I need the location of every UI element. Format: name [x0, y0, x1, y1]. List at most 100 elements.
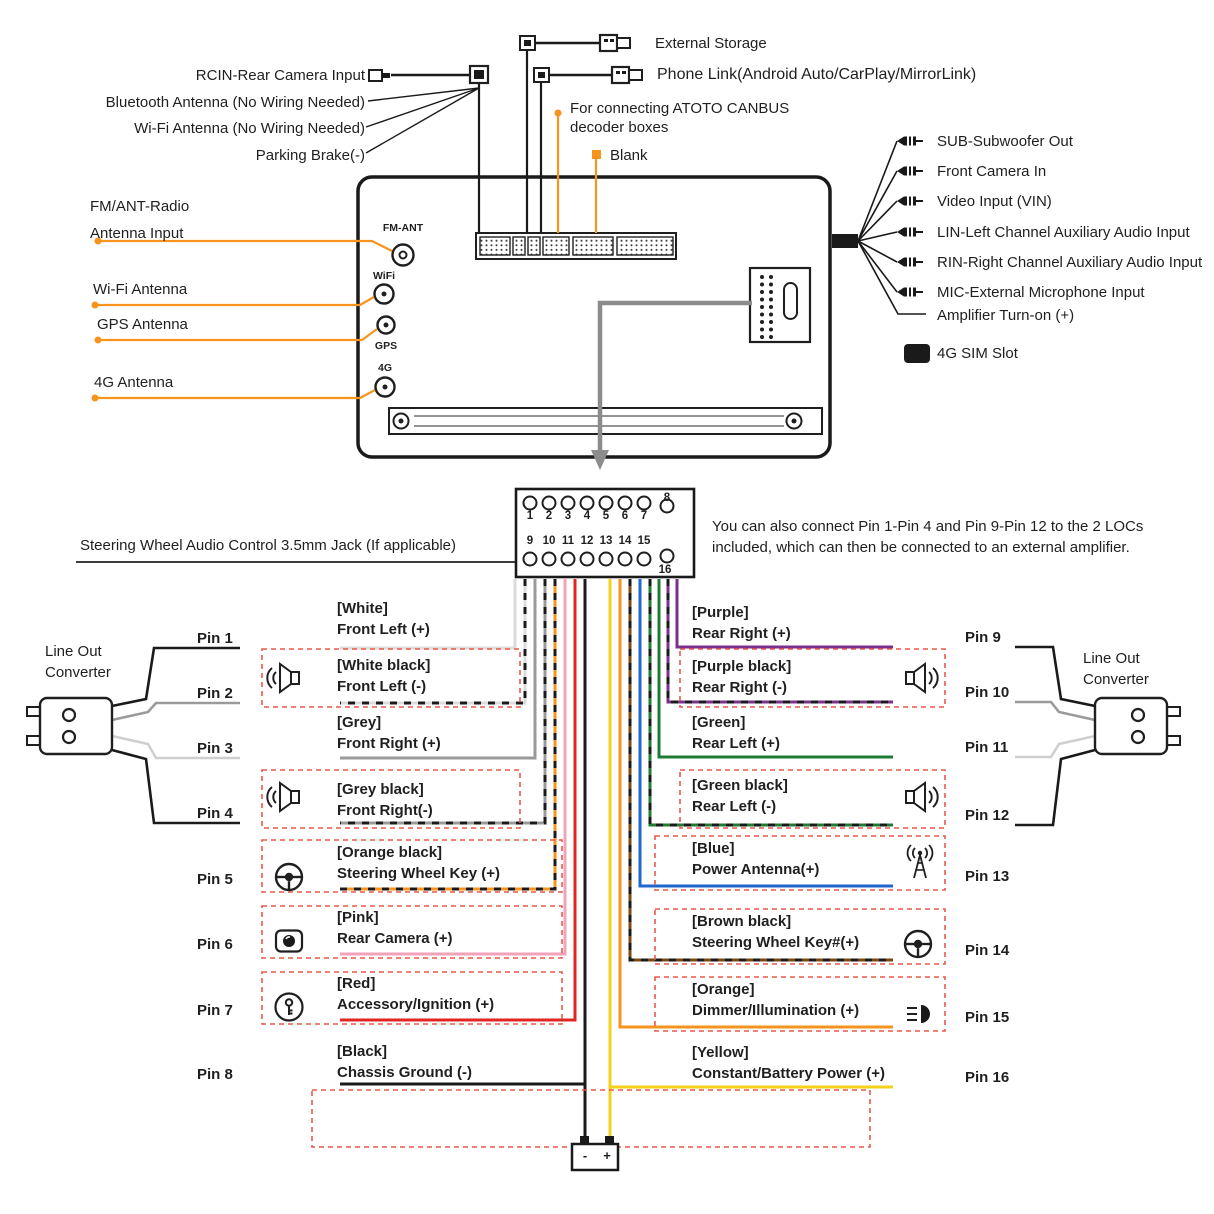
- rca-plug-icon: [896, 165, 924, 177]
- battery-minus: -: [582, 1148, 588, 1163]
- wire-function: Constant/Battery Power (+): [692, 1065, 885, 1082]
- steering-wheel-icon: [274, 862, 304, 892]
- power-antenna-icon: [906, 844, 934, 879]
- battery-plus: +: [603, 1148, 611, 1163]
- pin-tag: Pin 10: [965, 684, 1010, 701]
- pin12-label: [Green black] Rear Left (-): [692, 775, 788, 817]
- pin13-label: [Blue] Power Antenna(+): [692, 838, 819, 880]
- pin-number: 5: [602, 510, 610, 522]
- pin-connector: [76, 487, 696, 579]
- usb-cable-icon: [533, 65, 643, 85]
- wire-function: Rear Right (-): [692, 679, 787, 696]
- pin10-label: [Purple black]Rear Right (-): [692, 656, 791, 698]
- pin-tag: Pin 9: [965, 629, 1001, 646]
- label-rin: RIN-Right Channel Auxiliary Audio Input: [937, 254, 1203, 271]
- label-lin: LIN-Left Channel Auxiliary Audio Input: [937, 224, 1190, 241]
- label-wifi-antenna-top: Wi-Fi Antenna (No Wiring Needed): [134, 120, 365, 137]
- rcin-plug-icon: [368, 64, 490, 85]
- pin-tag: Pin 4: [197, 805, 233, 822]
- pin-number: 7: [640, 510, 648, 522]
- loc-right-icon: [1015, 645, 1182, 827]
- pin-number: 2: [545, 510, 553, 522]
- label-gps-antenna: GPS Antenna: [97, 316, 188, 333]
- loc-left-label-1: Line Out: [45, 643, 102, 660]
- pin3-label: [Grey] Front Right (+): [337, 712, 441, 754]
- label-4g-antenna: 4G Antenna: [94, 374, 174, 391]
- fm-ant-port: [391, 243, 415, 267]
- right-outputs: [832, 135, 930, 363]
- label-parking-brake: Parking Brake(-): [255, 147, 365, 164]
- pin9-label: [Purple] Rear Right (+): [692, 602, 791, 644]
- pin8-label: [Black] Chassis Ground (-): [337, 1041, 472, 1083]
- pin-number: 13: [599, 535, 613, 547]
- dimmer-icon: [906, 1004, 931, 1024]
- wire-color: [Brown black]: [692, 913, 792, 930]
- label-sim-slot: 4G SIM Slot: [937, 345, 1018, 362]
- wire-function: Rear Right (+): [692, 625, 791, 642]
- pin6-label: [Pink]Rear Camera (+): [337, 907, 452, 949]
- label-note-1: You can also connect Pin 1-Pin 4 and Pin…: [712, 518, 1144, 535]
- wire-function: Rear Left (+): [692, 735, 780, 752]
- pin2-label: [White black]Front Left (-): [337, 655, 430, 697]
- label-bluetooth-antenna: Bluetooth Antenna (No Wiring Needed): [105, 94, 365, 111]
- pin-number: 15: [637, 535, 651, 547]
- pin-number: 6: [621, 510, 629, 522]
- wire-function: Chassis Ground (-): [337, 1064, 473, 1081]
- speaker-icon: [266, 663, 300, 693]
- wire-function: Steering Wheel Key#(+): [692, 934, 860, 951]
- label-canbus-2: decoder boxes: [570, 119, 669, 136]
- rear-connector-block: [748, 266, 812, 344]
- wire-function: Power Antenna(+): [692, 861, 820, 878]
- rca-plug-icon: [896, 226, 924, 238]
- ignition-key-icon: [274, 992, 304, 1022]
- label-rcin: RCIN-Rear Camera Input: [195, 67, 365, 84]
- wire-function: Front Right (+): [337, 735, 441, 752]
- head-unit: [356, 175, 832, 459]
- main-connector-strip: [475, 232, 677, 260]
- pin-tag: Pin 8: [197, 1066, 233, 1083]
- wire-color: [Red]: [337, 975, 376, 992]
- wire-color: [Grey black]: [337, 781, 424, 798]
- 4g-port: [374, 376, 396, 398]
- wire-function: Front Left (+): [337, 621, 430, 638]
- label-fm-1: FM/ANT-Radio: [90, 198, 190, 215]
- wire-color: [Purple]: [692, 604, 749, 621]
- port-label-wifi: WiFi: [372, 270, 396, 282]
- group-boxes: [261, 648, 946, 1148]
- label-amp-turn-on: Amplifier Turn-on (+): [937, 307, 1075, 324]
- pin16-label: [Yellow]Constant/Battery Power (+): [692, 1042, 885, 1084]
- label-mic: MIC-External Microphone Input: [937, 284, 1145, 301]
- label-swc-jack: Steering Wheel Audio Control 3.5mm Jack …: [80, 537, 457, 554]
- pin-tag: Pin 5: [197, 871, 233, 888]
- wire-function: Front Left (-): [337, 678, 427, 695]
- pin-number: 10: [542, 535, 556, 547]
- screw-icon: [785, 412, 803, 430]
- rca-plug-icon: [896, 286, 924, 298]
- battery-icon: [570, 1136, 620, 1172]
- port-label-fm-ant: FM-ANT: [382, 222, 424, 234]
- pin-tag: Pin 11: [965, 739, 1009, 756]
- port-label-gps: GPS: [374, 340, 398, 352]
- wire-color: [Blue]: [692, 840, 735, 857]
- pin-tag: Pin 13: [965, 868, 1010, 885]
- wire-color: [White]: [337, 600, 388, 617]
- pin-number: 8: [663, 492, 671, 504]
- wire-color: [Black]: [337, 1043, 388, 1060]
- pin-tag: Pin 1: [197, 630, 233, 647]
- label-sub-out: SUB-Subwoofer Out: [937, 133, 1073, 150]
- pin-number: 1: [526, 510, 534, 522]
- loc-left-icon: [25, 646, 240, 825]
- pin-number: 16: [658, 564, 672, 576]
- pin5-label: [Orange black]Steering Wheel Key (+): [337, 842, 500, 884]
- label-front-camera: Front Camera In: [937, 163, 1047, 180]
- wire-function: Rear Left (-): [692, 798, 777, 815]
- wire-color: [Green black]: [692, 777, 788, 794]
- wire-function: Rear Camera (+): [337, 930, 453, 947]
- pin15-label: [Orange]Dimmer/Illumination (+): [692, 979, 859, 1021]
- loc-right-label-2: Converter: [1083, 671, 1149, 688]
- wire-bundle: [340, 579, 893, 1136]
- pin-tag: Pin 2: [197, 685, 233, 702]
- wire-function: Accessory/Ignition (+): [337, 996, 495, 1013]
- loc-right-label-1: Line Out: [1083, 650, 1140, 667]
- wire-color: [Grey]: [337, 714, 382, 731]
